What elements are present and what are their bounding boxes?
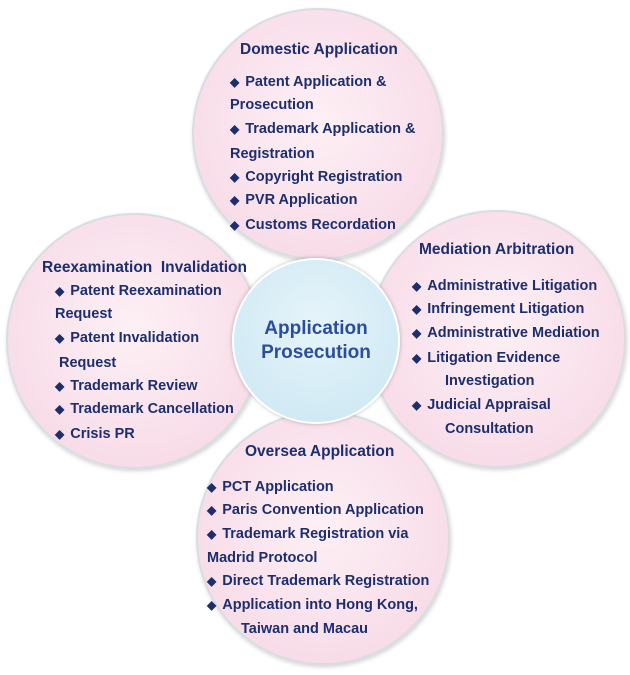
oversea-item-5-cont: Taiwan and Macau — [241, 621, 369, 637]
mediation-item-1: ◆Administrative Litigation — [412, 278, 598, 294]
mediation-arbitration-circle — [368, 210, 626, 468]
mediation-item-2: ◆Infringement Litigation — [412, 301, 585, 317]
diamond-icon: ◆ — [412, 398, 422, 412]
center-title-line2: Prosecution — [261, 342, 371, 363]
domestic-item-2-cont: Registration — [230, 146, 315, 162]
mediation-item-3: ◆Administrative Mediation — [412, 325, 600, 341]
diamond-icon: ◆ — [412, 326, 422, 340]
mediation-item-5-cont: Consultation — [445, 421, 534, 437]
mediation-item-4-cont: Investigation — [445, 373, 535, 389]
diamond-icon: ◆ — [207, 598, 217, 612]
reexamination-item-4: ◆Trademark Cancellation — [55, 401, 234, 417]
oversea-item-2: ◆Paris Convention Application — [207, 502, 424, 518]
domestic-item-1: ◆Patent Application & — [230, 74, 387, 90]
reexamination-item-2: ◆Patent Invalidation — [55, 330, 200, 346]
oversea-application-circle — [196, 411, 450, 665]
diamond-icon: ◆ — [230, 122, 240, 136]
diamond-icon: ◆ — [55, 379, 65, 393]
domestic-item-4: ◆PVR Application — [230, 192, 358, 208]
mediation-title: Mediation Arbitration — [419, 241, 575, 258]
reexamination-item-2-cont: Request — [59, 355, 117, 371]
reexamination-item-1: ◆Patent Reexamination — [55, 283, 222, 299]
mediation-item-5: ◆Judicial Appraisal — [412, 397, 551, 413]
oversea-item-1: ◆PCT Application — [207, 479, 334, 495]
diamond-icon: ◆ — [55, 427, 65, 441]
domestic-item-3: ◆Copyright Registration — [230, 169, 403, 185]
reexamination-item-1-cont: Request — [55, 306, 113, 322]
diamond-icon: ◆ — [230, 218, 240, 232]
diamond-icon: ◆ — [230, 170, 240, 184]
domestic-title: Domestic Application — [240, 41, 398, 58]
reexamination-item-3: ◆Trademark Review — [55, 378, 198, 394]
reexamination-invalidation-circle — [6, 213, 262, 469]
oversea-item-3-cont: Madrid Protocol — [207, 550, 318, 566]
diamond-icon: ◆ — [207, 503, 217, 517]
diamond-icon: ◆ — [207, 574, 217, 588]
domestic-application-circle — [192, 8, 444, 260]
diamond-icon: ◆ — [412, 302, 422, 316]
diamond-icon: ◆ — [412, 351, 422, 365]
diamond-icon: ◆ — [412, 279, 422, 293]
center-title-line1: Application — [264, 318, 368, 339]
diamond-icon: ◆ — [207, 527, 217, 541]
oversea-item-5: ◆Application into Hong Kong, — [207, 597, 418, 613]
diamond-icon: ◆ — [55, 402, 65, 416]
diamond-icon: ◆ — [55, 331, 65, 345]
oversea-title: Oversea Application — [245, 443, 395, 460]
diamond-icon: ◆ — [207, 480, 217, 494]
domestic-item-1-cont: Prosecution — [230, 97, 314, 113]
oversea-item-4: ◆Direct Trademark Registration — [207, 573, 430, 589]
diamond-icon: ◆ — [230, 75, 240, 89]
oversea-item-3: ◆Trademark Registration via — [207, 526, 409, 542]
center-circle: Application Prosecution — [232, 258, 400, 424]
diamond-icon: ◆ — [230, 193, 240, 207]
domestic-item-2: ◆Trademark Application & — [230, 121, 416, 137]
diamond-icon: ◆ — [55, 284, 65, 298]
reexamination-title: Reexamination Invalidation — [42, 259, 247, 276]
domestic-item-5: ◆Customs Recordation — [230, 217, 396, 233]
reexamination-item-5: ◆Crisis PR — [55, 426, 135, 442]
mediation-item-4: ◆Litigation Evidence — [412, 350, 561, 366]
